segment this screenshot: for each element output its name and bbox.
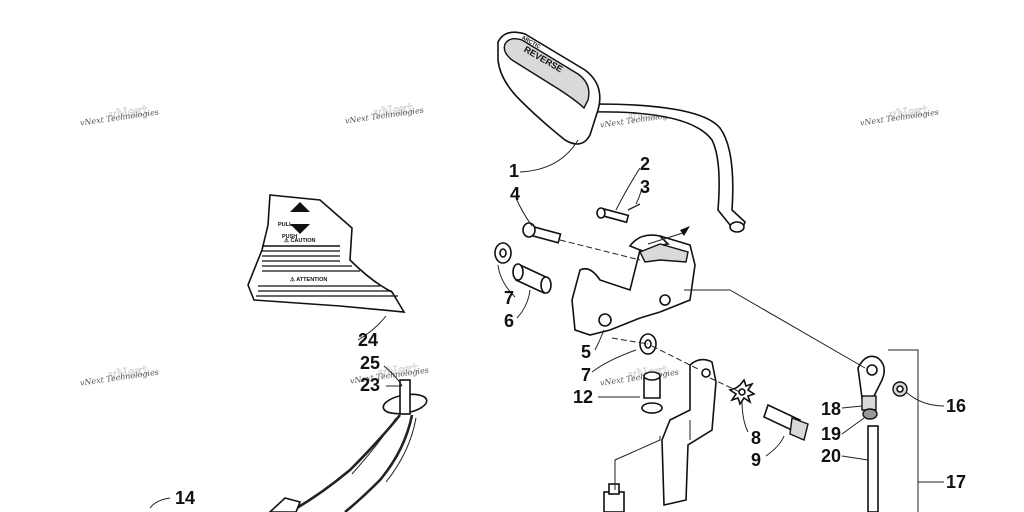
cable-assembly bbox=[289, 379, 428, 512]
watermark-ghost: vNext bbox=[107, 363, 149, 384]
callout-14: 14 bbox=[175, 488, 195, 508]
warning-decal: PUSH PULL ⚠ CAUTION ⚠ ATTENTION bbox=[247, 194, 406, 313]
cable-end-bracket bbox=[268, 497, 302, 512]
shift-rod bbox=[867, 425, 879, 512]
callout-1: 1 bbox=[509, 161, 519, 181]
callout-20: 20 bbox=[821, 446, 841, 466]
ball-stud bbox=[641, 371, 663, 414]
callout-4: 4 bbox=[510, 184, 520, 204]
lock-nut bbox=[892, 381, 908, 397]
callout-9: 9 bbox=[751, 450, 761, 470]
clevis-pin bbox=[596, 207, 630, 224]
leader-lines bbox=[149, 139, 945, 512]
bushing bbox=[512, 263, 552, 295]
jam-nut bbox=[862, 408, 878, 420]
decal-attention-label: ⚠ ATTENTION bbox=[290, 276, 327, 283]
decal-caution-label: ⚠ CAUTION bbox=[284, 237, 316, 244]
callout-3: 3 bbox=[640, 177, 650, 197]
callout-17: 17 bbox=[946, 472, 966, 492]
callout-24: 24 bbox=[358, 330, 378, 350]
callout-25: 25 bbox=[360, 353, 380, 373]
watermark-ghost: vNext bbox=[887, 103, 929, 124]
callout-labels: 1 2 3 4 7 6 5 7 12 8 9 18 19 20 16 17 24… bbox=[175, 154, 966, 508]
callout-18: 18 bbox=[821, 399, 841, 419]
shift-bracket bbox=[571, 234, 696, 336]
reverse-handle: ARCTIC REVERSE bbox=[497, 31, 746, 233]
rod-end bbox=[857, 355, 886, 411]
callout-2: 2 bbox=[640, 154, 650, 174]
watermark-ghost: vNext bbox=[377, 361, 419, 382]
callout-5: 5 bbox=[581, 342, 591, 362]
bolt bbox=[522, 222, 562, 244]
hex-bolt bbox=[763, 403, 809, 441]
watermark-group: vNext vNext Technologies vNext vNext Tec… bbox=[79, 101, 939, 388]
callout-8: 8 bbox=[751, 428, 761, 448]
watermark-ghost: vNext bbox=[372, 101, 414, 122]
decal-pull-label: PULL bbox=[278, 222, 293, 228]
callout-6: 6 bbox=[504, 311, 514, 331]
callout-7b: 7 bbox=[581, 365, 591, 385]
washer-upper bbox=[494, 242, 512, 264]
watermark-ghost: vNext bbox=[107, 103, 149, 124]
cotter-pin bbox=[627, 203, 641, 211]
callout-7a: 7 bbox=[504, 288, 514, 308]
callout-16: 16 bbox=[946, 396, 966, 416]
callout-23: 23 bbox=[360, 375, 380, 395]
adjuster-bolt bbox=[603, 483, 625, 512]
callout-19: 19 bbox=[821, 424, 841, 444]
shift-arm bbox=[661, 358, 717, 506]
callout-12: 12 bbox=[573, 387, 593, 407]
decal-push-label: PUSH bbox=[282, 234, 297, 240]
